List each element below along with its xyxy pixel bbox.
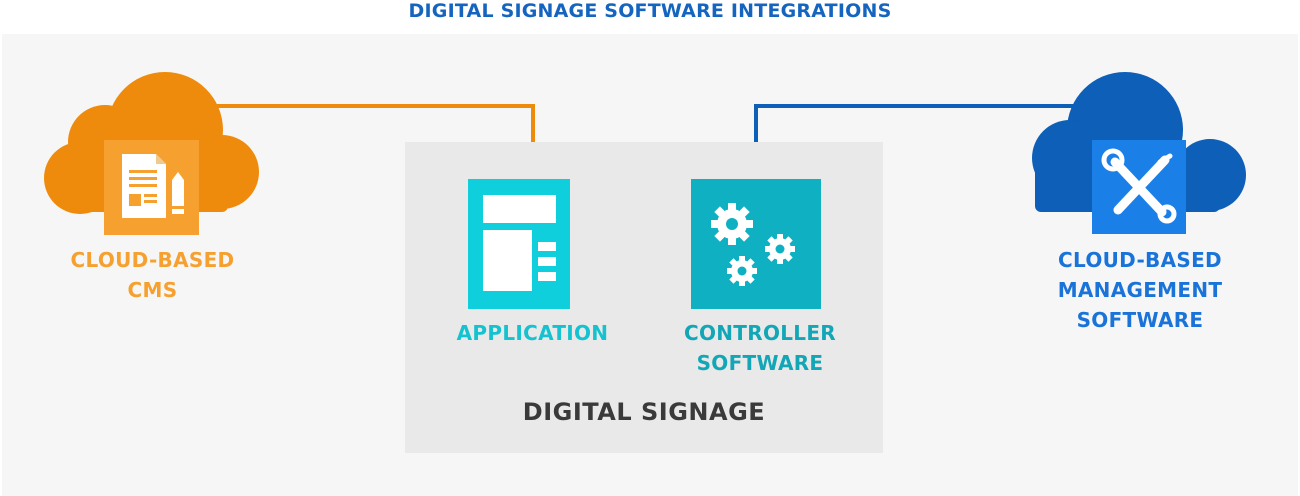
medium-gear [765, 234, 795, 264]
controller-label-line2: SOFTWARE [696, 351, 824, 375]
gears-icon [711, 203, 795, 286]
controller-label-line1: CONTROLLER [683, 321, 836, 345]
app-window-icon [483, 195, 556, 291]
large-gear [711, 203, 753, 245]
cms-label-line2: CMS [127, 278, 178, 302]
management-connector-line [754, 104, 1100, 142]
document-pencil-icon [122, 154, 184, 218]
management-label-line1: CLOUD-BASED [1058, 248, 1222, 272]
digital-signage-label: DIGITAL SIGNAGE [522, 398, 766, 426]
management-label-line3: SOFTWARE [1076, 308, 1204, 332]
management-label: CLOUD-BASED MANAGEMENT SOFTWARE [1030, 245, 1250, 335]
cms-label-line1: CLOUD-BASED [70, 248, 235, 272]
diagram-title: DIGITAL SIGNAGE SOFTWARE INTEGRATIONS [408, 0, 892, 22]
controller-label: CONTROLLER SOFTWARE [660, 318, 860, 378]
small-gear [727, 256, 757, 286]
cms-connector-line [200, 104, 535, 142]
wrench-screwdriver-icon [1101, 148, 1177, 224]
management-label-line2: MANAGEMENT [1057, 278, 1223, 302]
cms-label: CLOUD-BASED CMS [40, 245, 265, 305]
application-label: APPLICATION [456, 321, 609, 345]
controller-tile [691, 179, 821, 309]
